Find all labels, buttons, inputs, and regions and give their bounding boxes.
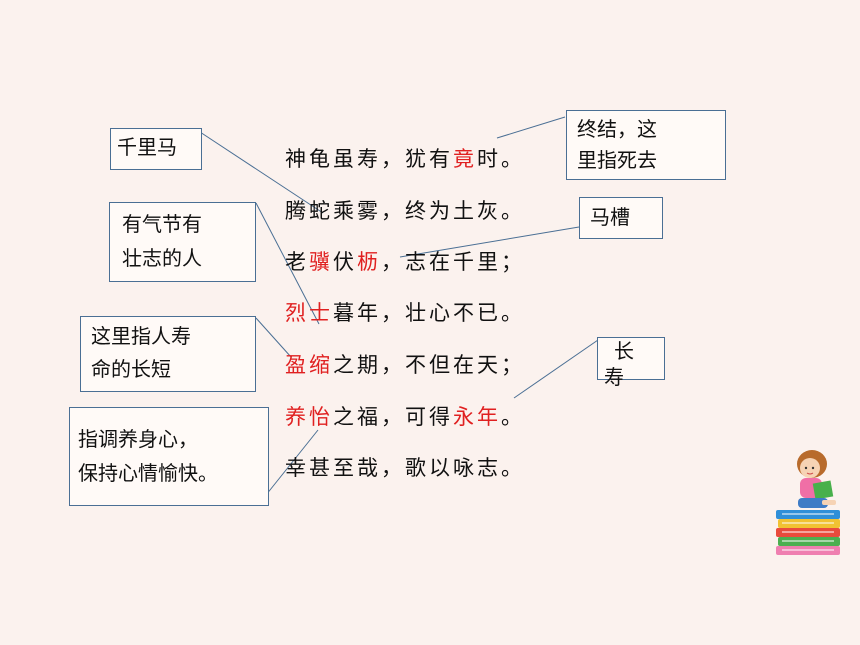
poem-line-7: 幸甚至哉，歌以咏志。 [285, 456, 525, 480]
note-li: 马槽 [579, 197, 663, 239]
note-jing: 终结，这里指死去 [566, 110, 726, 180]
connector-yongnian [513, 339, 599, 399]
connector-yangyi [265, 429, 319, 496]
poem-line-4: 烈士暮年，壮心不已。 [285, 301, 525, 325]
poem-line-6: 养怡之福，可得永年。 [285, 405, 525, 429]
connector-li [399, 226, 580, 258]
note-yongnian: 长寿 [597, 337, 665, 389]
poem-line-2: 腾蛇乘雾，终为土灰。 [285, 199, 525, 223]
note-lieshi: 有气节有壮志的人 [109, 202, 256, 282]
poem-line-3: 老骥伏枥，志在千里； [285, 250, 525, 274]
connector-qianlima [199, 131, 324, 214]
connector-lieshi [255, 202, 320, 325]
poem-line-5: 盈缩之期，不但在天； [285, 353, 525, 377]
note-yingsuo: 这里指人寿命的长短 [80, 316, 256, 392]
connector-yingsuo [255, 317, 292, 358]
poem-line-1: 神龟虽寿，犹有竟时。 [285, 147, 525, 171]
note-qianlima: 千里马 [110, 128, 202, 170]
girl-reading-illustration [776, 450, 840, 555]
note-yangyi: 指调养身心，保持心情愉快。 [69, 407, 269, 506]
connector-jing [496, 116, 566, 139]
